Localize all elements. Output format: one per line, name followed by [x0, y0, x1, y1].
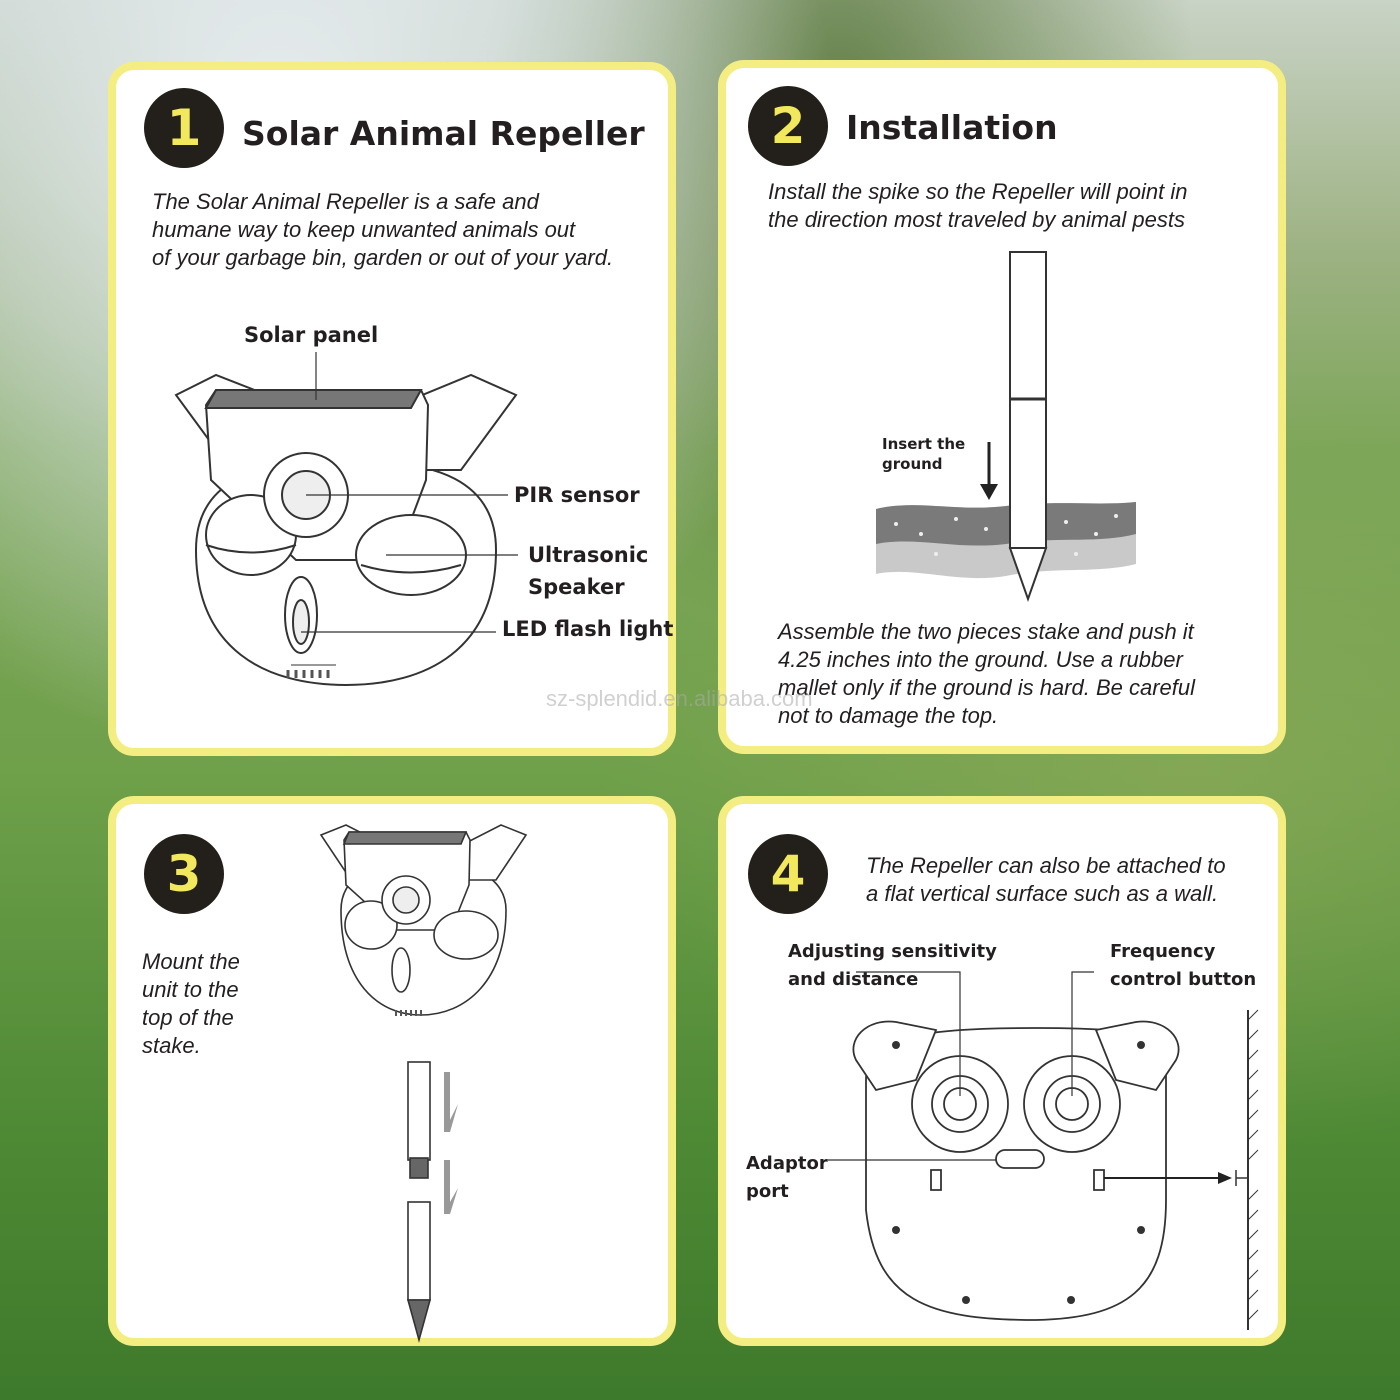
panel-installation: 2 Installation Install the spike so the … — [718, 60, 1286, 754]
desc-line: Mount the — [142, 949, 240, 974]
panel-title: Solar Animal Repeller — [242, 114, 645, 153]
label-led-flash: LED flash light — [502, 617, 674, 641]
panel-overview: 1 Solar Animal Repeller The Solar Animal… — [108, 62, 676, 756]
desc-line: top of the — [142, 1005, 234, 1030]
label-pir-sensor: PIR sensor — [514, 483, 640, 507]
label-line: Adjusting sensitivity — [788, 941, 997, 962]
owl-repeller-illustration — [174, 352, 518, 687]
label-frequency: Frequency control button — [1110, 938, 1256, 994]
desc-line: a flat vertical surface such as a wall. — [866, 881, 1219, 906]
assembly-instructions: Assemble the two pieces stake and push i… — [778, 618, 1195, 730]
desc-line: Install the spike so the Repeller will p… — [768, 179, 1188, 204]
description: The Repeller can also be attached to a f… — [866, 852, 1226, 908]
step-badge-4: 4 — [748, 834, 828, 914]
step-badge-3: 3 — [144, 834, 224, 914]
label-sensitivity: Adjusting sensitivity and distance — [788, 938, 997, 994]
label-adaptor-port: Adaptor port — [746, 1150, 828, 1206]
desc-line: The Solar Animal Repeller is a safe and — [152, 189, 539, 214]
desc-line: not to damage the top. — [778, 703, 999, 728]
label-line: Frequency — [1110, 941, 1216, 962]
label-speaker: Speaker — [528, 575, 625, 599]
desc-line: Assemble the two pieces stake and push i… — [778, 619, 1194, 644]
label-solar-panel: Solar panel — [244, 323, 379, 347]
desc-line: 4.25 inches into the ground. Use a rubbe… — [778, 647, 1183, 672]
step-badge-2: 2 — [748, 86, 828, 166]
label-ultrasonic: Ultrasonic — [528, 543, 649, 567]
label-line: and distance — [788, 969, 919, 990]
stake-in-ground-illustration — [876, 251, 1136, 603]
desc-line: mallet only if the ground is hard. Be ca… — [778, 675, 1196, 700]
panel-title: Installation — [846, 108, 1058, 147]
desc-line: the direction most traveled by animal pe… — [768, 207, 1185, 232]
description: The Solar Animal Repeller is a safe and … — [152, 188, 613, 272]
description: Install the spike so the Repeller will p… — [768, 178, 1187, 234]
panel-wall-mount: 4 The Repeller can also be attached to a… — [718, 796, 1286, 1346]
panel-mount: 3 Mount the unit to the top of the stake… — [108, 796, 676, 1346]
mount-unit-illustration — [319, 824, 528, 1344]
desc-line: humane way to keep unwanted animals out — [152, 217, 576, 242]
watermark: sz-splendid.en.alibaba.com — [546, 686, 813, 711]
desc-line: stake. — [142, 1033, 201, 1058]
desc-line: unit to the — [142, 977, 239, 1002]
label-line: control button — [1110, 969, 1257, 990]
label-line: Adaptor — [746, 1153, 828, 1174]
back-view-illustration — [828, 971, 1259, 1330]
desc-line: The Repeller can also be attached to — [866, 853, 1226, 878]
label-line: Insert the — [882, 435, 966, 453]
label-line: ground — [882, 455, 943, 473]
description: Mount the unit to the top of the stake. — [142, 948, 240, 1060]
insert-ground-label: Insert the ground — [882, 434, 965, 474]
step-badge-1: 1 — [144, 88, 224, 168]
desc-line: of your garbage bin, garden or out of yo… — [152, 245, 614, 270]
label-line: port — [746, 1181, 789, 1202]
